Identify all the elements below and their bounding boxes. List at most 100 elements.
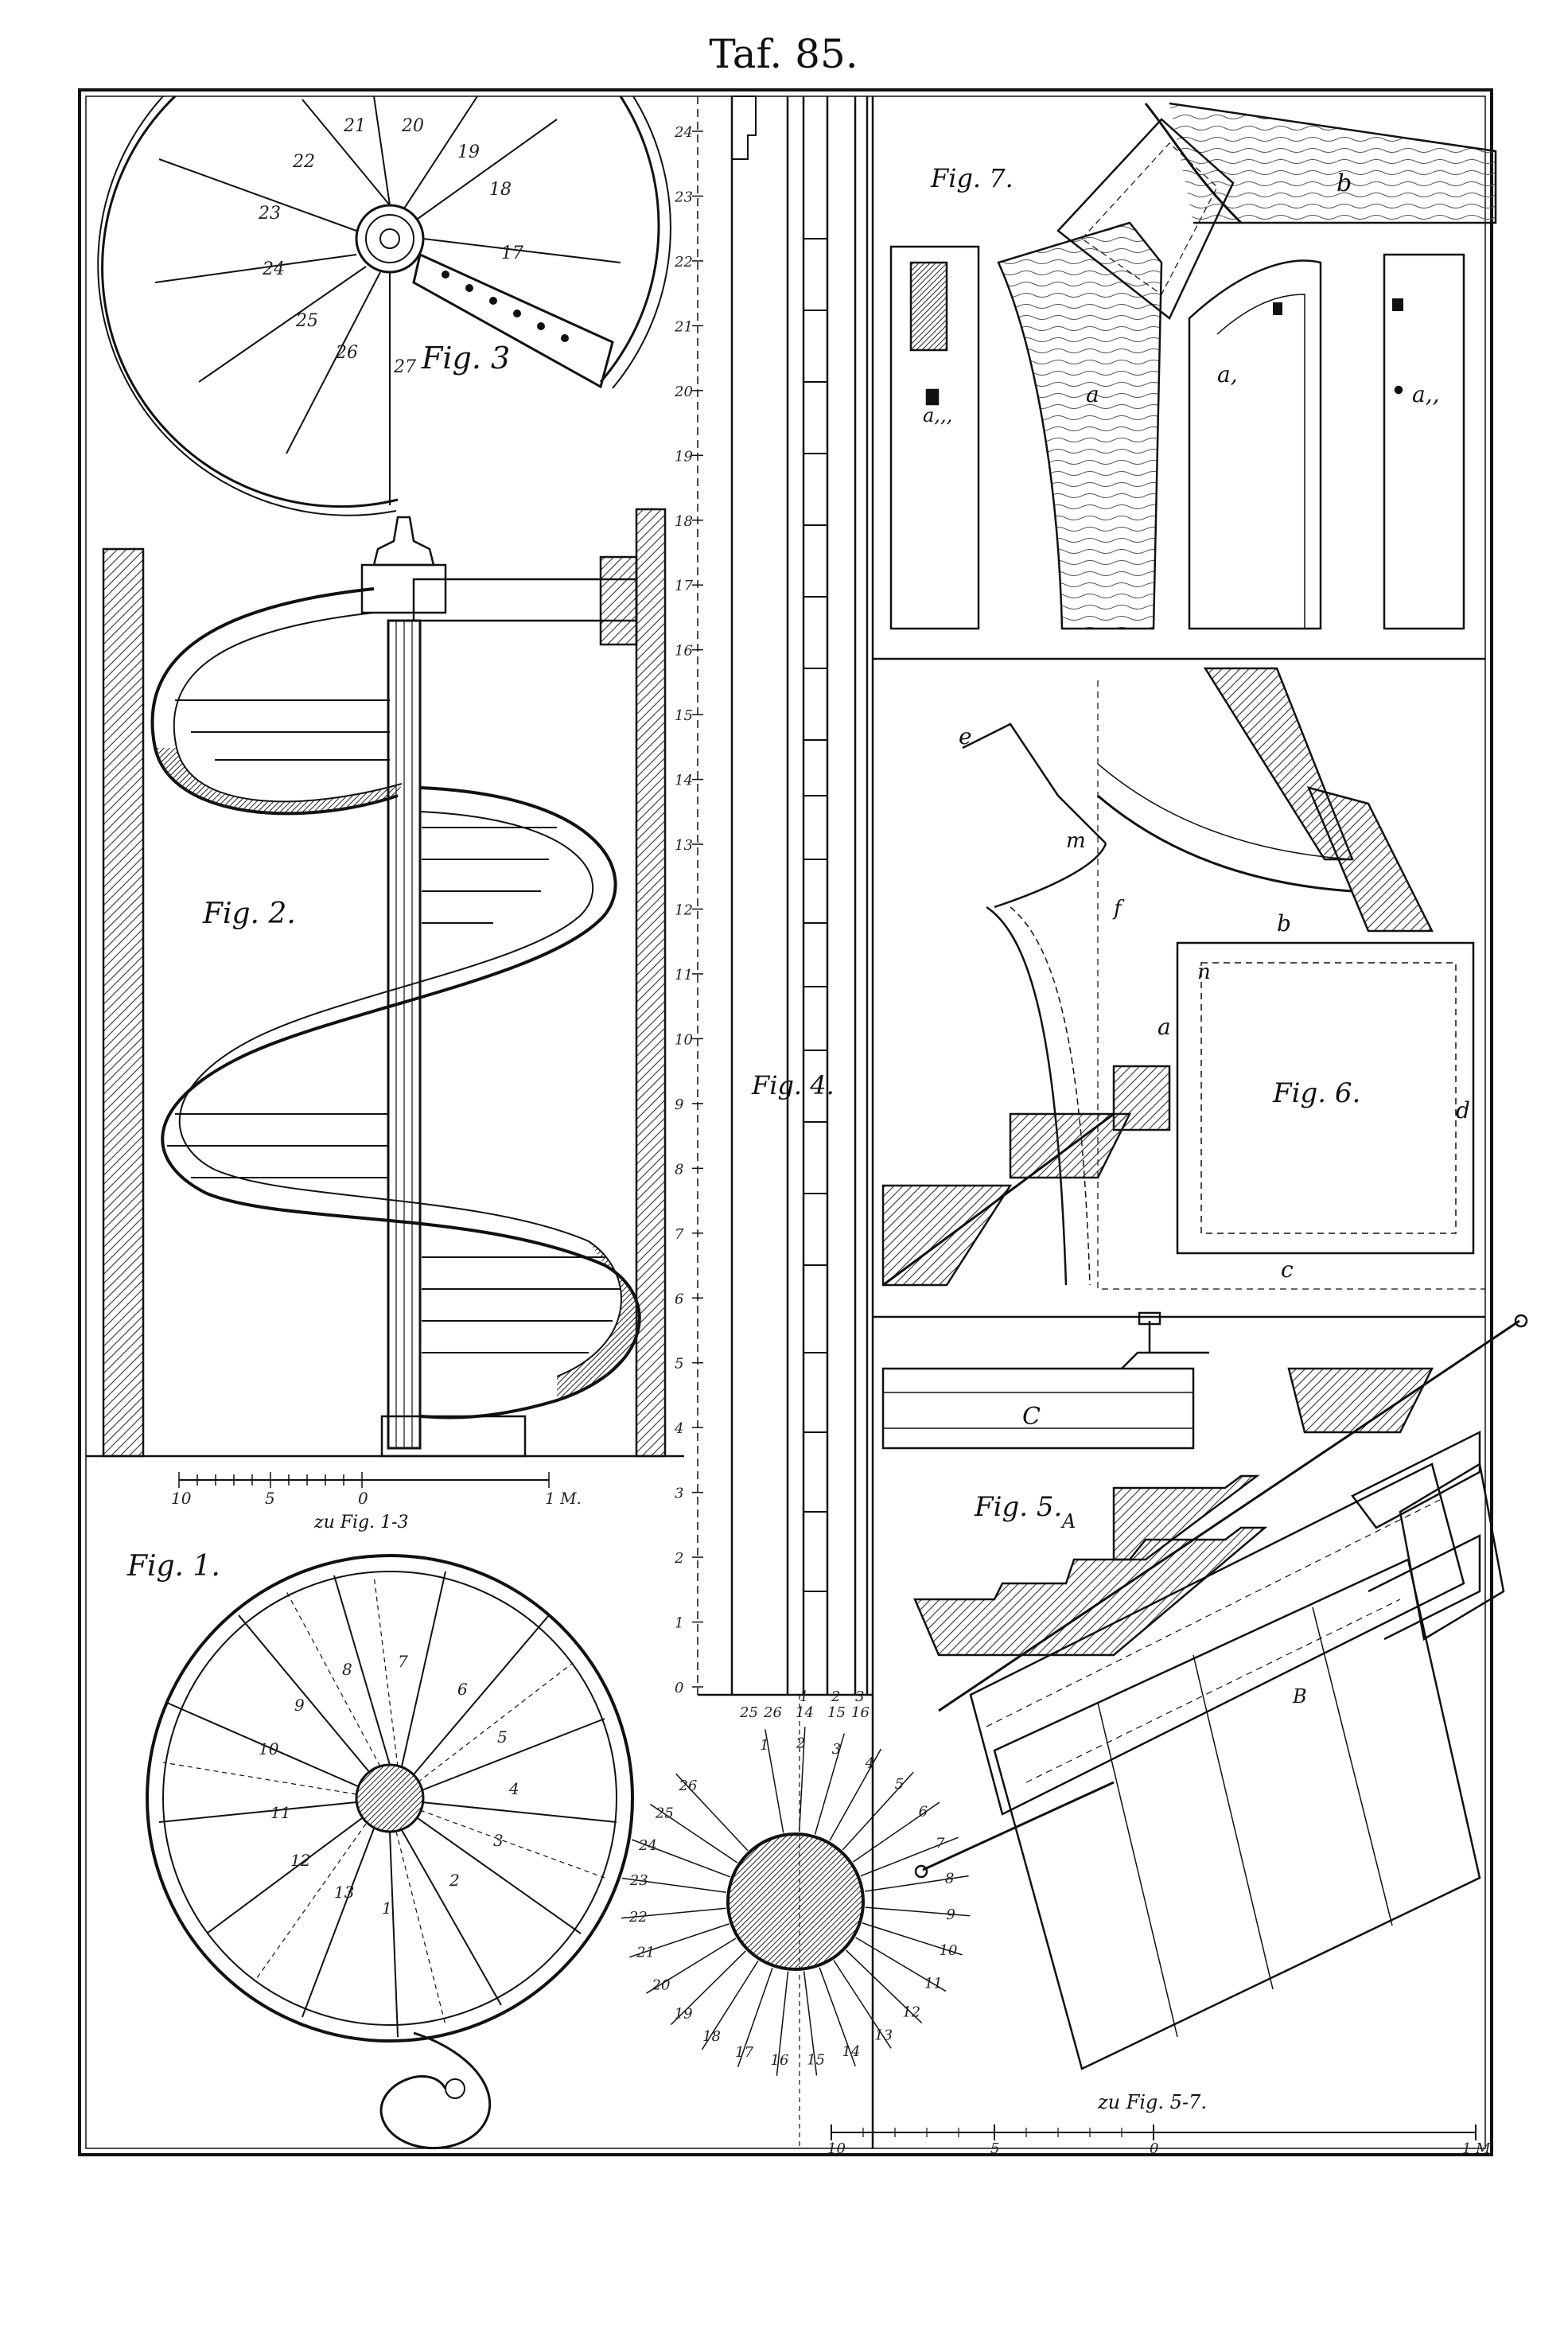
height-scale-6: 6 [675, 1291, 683, 1307]
plan-step-line [649, 1803, 738, 1864]
fig5-label: Fig. 5. [974, 1491, 1062, 1523]
fig5-letter-B: B [1292, 1685, 1307, 1708]
fig3-step-26: 26 [335, 343, 358, 363]
fig1-step-13: 13 [334, 1883, 354, 1902]
plan-step-line [829, 1748, 882, 1841]
fig6-letter-a: a [1158, 1014, 1171, 1040]
plan-step-line [860, 1836, 959, 1877]
fig4-bottom-25: 25 [739, 1704, 758, 1721]
fig7-letter-a2: a,, [1412, 381, 1440, 407]
height-scale-20: 20 [674, 384, 693, 400]
fig3-step-24: 24 [262, 259, 285, 279]
fig7-letter-b: b [1336, 169, 1352, 197]
fig1-step-7: 7 [398, 1652, 408, 1671]
fig3-label: Fig. 3 [421, 341, 510, 376]
scale-b-left: 10 [827, 2140, 846, 2157]
height-scale-3: 3 [675, 1486, 683, 1502]
height-scale-21: 21 [674, 318, 693, 335]
height-scale-13: 13 [675, 837, 693, 854]
fig2-label: Fig. 2. [202, 898, 296, 930]
fig4-bottom-15: 15 [827, 1704, 846, 1721]
height-scale-18: 18 [675, 513, 693, 530]
plan-step-number: 17 [735, 2044, 753, 2061]
fig6-letter-m: m [1066, 829, 1086, 853]
fig7-letter-a: a [1086, 381, 1099, 407]
plan-step-line [803, 1971, 818, 2076]
height-scale-11: 11 [675, 967, 693, 983]
fig6-letter-e: e [959, 723, 972, 750]
plan-step-line [629, 1923, 730, 1958]
fig1-step-numbers: 1 2 3 4 5 6 7 8 9 10 11 12 13 [259, 1652, 519, 1918]
plan-step-line [798, 1727, 806, 1832]
plan-step-number: 1 [760, 1737, 768, 1754]
plan-step-line [842, 1771, 914, 1851]
fig3-step-19: 19 [457, 142, 480, 162]
plan-step-line [819, 1967, 856, 2066]
plan-step-number: 19 [675, 2005, 693, 2022]
fig1-step-8: 8 [342, 1660, 352, 1679]
scale-b-zero: 0 [1150, 2140, 1158, 2157]
plan-step-line [737, 1967, 773, 2067]
scale-a-left: 10 [171, 1489, 192, 1508]
fig3-step-18: 18 [489, 180, 512, 200]
height-scale-7: 7 [675, 1226, 684, 1243]
fig4-bottom-numbers: 25 26 14 15 16 1 2 3 [739, 1688, 870, 1721]
plan-step-number: 9 [946, 1906, 955, 1923]
plan-step-number: 18 [702, 2028, 721, 2045]
height-scale-24: 24 [674, 124, 693, 141]
scale-b-mid: 5 [990, 2140, 999, 2157]
plan-step-number: 15 [807, 2052, 825, 2069]
plan-step-line [646, 1938, 737, 1994]
plan-step-number: 10 [940, 1942, 958, 1959]
fig1-plan [146, 1554, 634, 2150]
fig4-bottom-2: 2 [831, 1688, 840, 1705]
fig1-step-5: 5 [497, 1727, 508, 1747]
plan-step-line [855, 1937, 947, 1992]
height-scale-10: 10 [675, 1031, 693, 1048]
plan-step-line [621, 1877, 726, 1893]
fig2-elevation [102, 508, 667, 1458]
fig4-bottom-16: 16 [851, 1704, 870, 1721]
fig6-letter-n: n [1197, 960, 1211, 984]
scale-fig1-3 [178, 1472, 550, 1488]
plan-step-line [621, 1907, 726, 1919]
fig7-details [889, 102, 1497, 630]
fig4-plan [621, 1695, 971, 2148]
plan-step-number: 11 [924, 1975, 943, 1992]
scale-a-zero: 0 [358, 1489, 368, 1508]
scale-a-right: 1 M. [545, 1489, 582, 1508]
fig1-label: Fig. 1. [126, 1550, 220, 1583]
fig1-step-4: 4 [508, 1779, 519, 1798]
fig3-plan [97, 95, 671, 516]
scale-b-caption: zu Fig. 5-7. [1097, 2091, 1207, 2113]
plan-step-number: 16 [771, 2052, 789, 2069]
scale-a-mid: 5 [265, 1489, 275, 1508]
fig1-step-11: 11 [270, 1803, 290, 1822]
plan-step-line [862, 1922, 963, 1956]
fig1-step-9: 9 [294, 1696, 305, 1715]
plan-step-line [765, 1729, 784, 1833]
plate-border [78, 88, 1493, 2156]
fig4-bottom-14: 14 [796, 1704, 814, 1721]
fig7-letter-a1: a, [1217, 361, 1238, 388]
fig3-step-17: 17 [501, 243, 523, 263]
plan-step-line [632, 1839, 730, 1878]
plan-step-line [833, 1960, 892, 2049]
plan-step-number: 25 [655, 1805, 674, 1822]
plan-step-number: 5 [895, 1776, 904, 1793]
height-scale-12: 12 [675, 902, 693, 919]
fig4-bottom-26: 26 [763, 1704, 782, 1721]
scale-b-right: 1 M [1462, 2140, 1491, 2157]
plan-step-line [864, 1875, 969, 1892]
fig5-drawing [881, 1311, 1528, 2070]
fig7-label: Fig. 7. [930, 163, 1014, 193]
height-scale-2: 2 [674, 1550, 683, 1567]
fig5-letter-A: A [1060, 1510, 1076, 1532]
height-scale-19: 19 [675, 448, 693, 465]
plan-step-line [776, 1971, 789, 2076]
plan-step-number: 12 [902, 2004, 920, 2021]
fig1-step-10: 10 [259, 1739, 279, 1758]
height-scale-16: 16 [675, 643, 693, 660]
